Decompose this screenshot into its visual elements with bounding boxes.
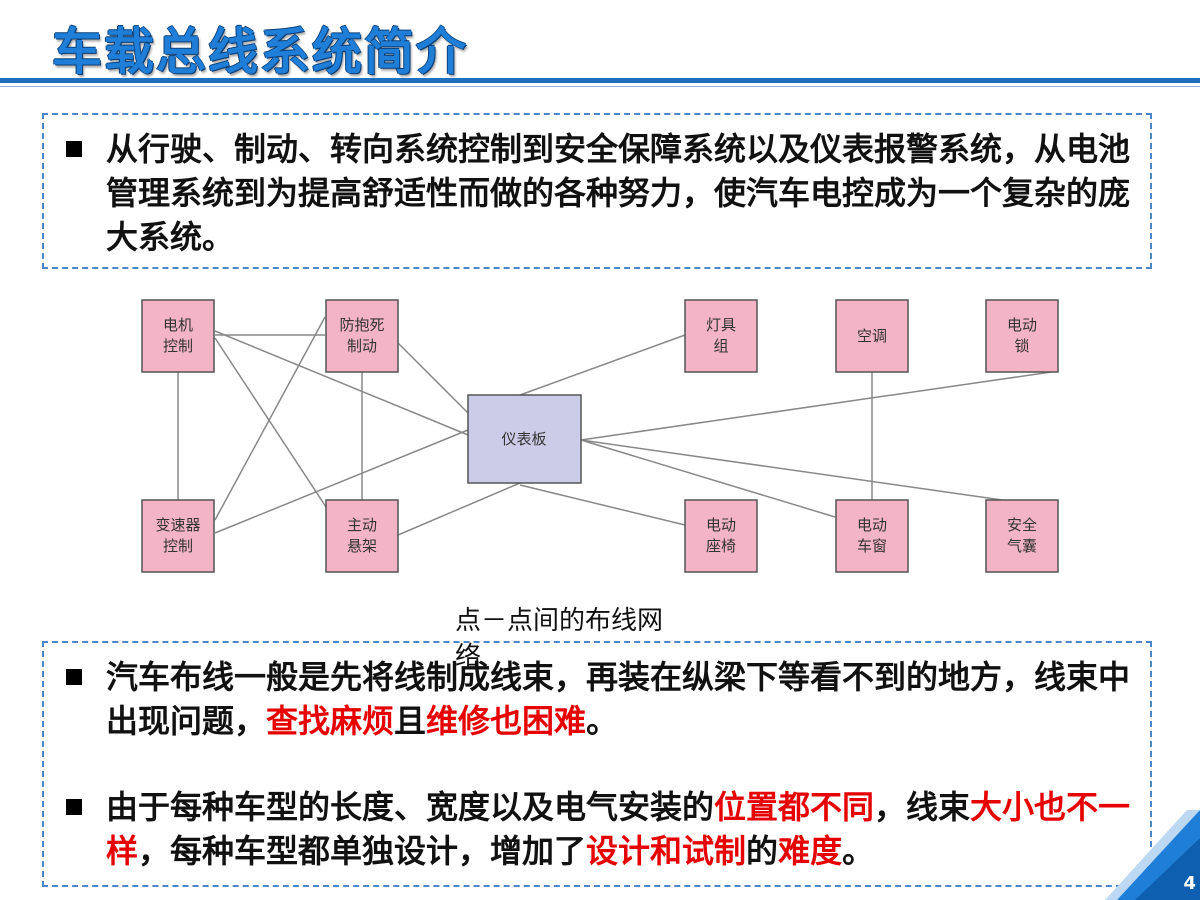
square-bullet-icon	[66, 799, 82, 815]
node-active-suspension: 主动 悬架	[325, 499, 399, 573]
highlight-text: 位置都不同	[714, 788, 875, 826]
node-power-window: 电动 车窗	[835, 499, 909, 573]
diagram-caption: 点－点间的布线网	[455, 606, 664, 636]
text-run: ，每种车型都单独设计，增加了	[138, 832, 587, 870]
node-label: 电动	[706, 516, 736, 534]
page-number: 4	[1183, 873, 1196, 894]
node-label: 控制	[163, 337, 193, 355]
title-underline	[0, 78, 1200, 83]
text-run: 且	[394, 702, 427, 740]
node-label: 气囊	[1007, 537, 1037, 555]
intro-box: 从行驶、制动、转向系统控制到安全保障系统以及仪表报警系统，从电池管理系统到为提高…	[42, 113, 1152, 269]
node-label: 灯具	[706, 316, 736, 334]
node-label: 制动	[347, 337, 377, 355]
point-bullet-1: 汽车布线一般是先将线制成线束，再装在纵梁下等看不到的地方，线束中出现问题，查找麻…	[66, 655, 1136, 743]
point-text-2: 由于每种车型的长度、宽度以及电气安装的位置都不同，线束大小也不一样，每种车型都单…	[106, 785, 1136, 873]
highlight-text: 大小也不一样	[106, 788, 1131, 870]
node-air-conditioner: 空调	[835, 299, 909, 373]
slide-title: 车载总线系统简介	[52, 23, 468, 81]
diagram-caption-overflow: 络	[455, 642, 482, 672]
node-motor-control: 电机 控制	[141, 299, 215, 373]
title-underline-thin	[0, 86, 1200, 87]
text-run: 汽车布线一般是先将线制成线束，再装在纵梁下等看不到的地方，线束中出现问题，	[106, 658, 1131, 740]
point-text-1: 汽车布线一般是先将线制成线束，再装在纵梁下等看不到的地方，线束中出现问题，查找麻…	[106, 655, 1136, 743]
highlight-text: 维修也困难	[426, 702, 587, 740]
node-label: 电动	[857, 516, 887, 534]
node-label: 控制	[163, 537, 193, 555]
node-abs-brake: 防抱死 制动	[325, 299, 399, 373]
highlight-text: 难度	[778, 832, 843, 870]
text-run: 的	[746, 832, 779, 870]
node-label: 座椅	[706, 537, 736, 555]
square-bullet-icon	[66, 141, 82, 157]
node-label: 电动	[1007, 316, 1037, 334]
node-instrument-panel: 仪表板	[467, 394, 582, 484]
node-label: 变速器	[155, 516, 200, 534]
intro-text: 从行驶、制动、转向系统控制到安全保障系统以及仪表报警系统，从电池管理系统到为提高…	[106, 130, 1131, 256]
node-label: 仪表板	[501, 430, 546, 448]
node-lamp-group: 灯具 组	[684, 299, 758, 373]
node-airbag: 安全 气囊	[985, 499, 1059, 573]
node-label: 空调	[857, 327, 887, 345]
node-label: 锁	[1014, 337, 1029, 355]
points-box: 汽车布线一般是先将线制成线束，再装在纵梁下等看不到的地方，线束中出现问题，查找麻…	[42, 641, 1152, 887]
text-run: 由于每种车型的长度、宽度以及电气安装的	[106, 788, 715, 826]
text-run: 。	[842, 832, 875, 870]
point-bullet-2: 由于每种车型的长度、宽度以及电气安装的位置都不同，线束大小也不一样，每种车型都单…	[66, 785, 1136, 873]
point-to-point-wiring-diagram: 电机 控制 防抱死 制动 灯具 组 空调 电动 锁 仪表板 变速器 控制 主动 …	[141, 299, 1059, 573]
text-run: ，线束	[874, 788, 971, 826]
node-label: 组	[713, 337, 728, 355]
node-power-lock: 电动 锁	[985, 299, 1059, 373]
intro-bullet: 从行驶、制动、转向系统控制到安全保障系统以及仪表报警系统，从电池管理系统到为提高…	[66, 127, 1136, 259]
node-label: 防抱死	[339, 316, 384, 334]
node-label: 悬架	[347, 537, 377, 555]
node-label: 主动	[347, 516, 377, 534]
node-power-seat: 电动 座椅	[684, 499, 758, 573]
corner-decoration	[1105, 810, 1200, 900]
node-label: 电机	[163, 316, 193, 334]
wiring-lines	[177, 316, 1059, 536]
node-label: 安全	[1007, 516, 1037, 534]
text-run: 。	[586, 702, 619, 740]
node-label: 车窗	[857, 537, 887, 555]
highlight-text: 设计和试制	[586, 832, 747, 870]
highlight-text: 查找麻烦	[266, 702, 395, 740]
node-transmission-control: 变速器 控制	[141, 499, 215, 573]
square-bullet-icon	[66, 669, 82, 685]
